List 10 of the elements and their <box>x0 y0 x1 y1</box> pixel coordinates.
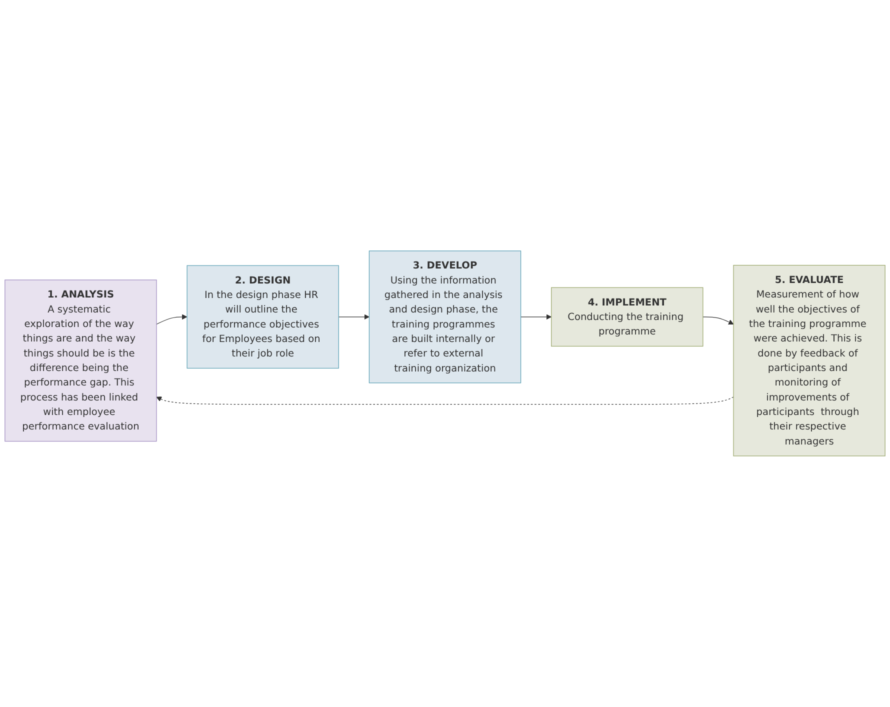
arrow <box>156 314 188 325</box>
node-box: 3. DEVELOP Using the information gathered in the analysis and design phase, the training programmes are built internally or refer to external training organization <box>368 250 522 384</box>
node-box: 1. ANALYSIS A systematic exploration of the way things are and the way things should be is the difference being the performance gap. This process has been linked with employee performance evaluation <box>4 280 157 442</box>
node-box: 4. IMPLEMENT Conducting the training programme <box>551 287 704 347</box>
node-box: 5. EVALUATE Measurement of how well the objectives of the training programme were achieved. This is done by feedback of participants and monitoring of improvements of participants through their respective managers <box>733 265 886 456</box>
arrow <box>520 314 552 320</box>
arrow <box>338 314 370 320</box>
arrow <box>702 316 734 325</box>
node-box: 2. DESIGN In the design phase HR will outline the performance objectives for Employees based on their job role <box>186 265 339 369</box>
arrow <box>156 396 734 405</box>
